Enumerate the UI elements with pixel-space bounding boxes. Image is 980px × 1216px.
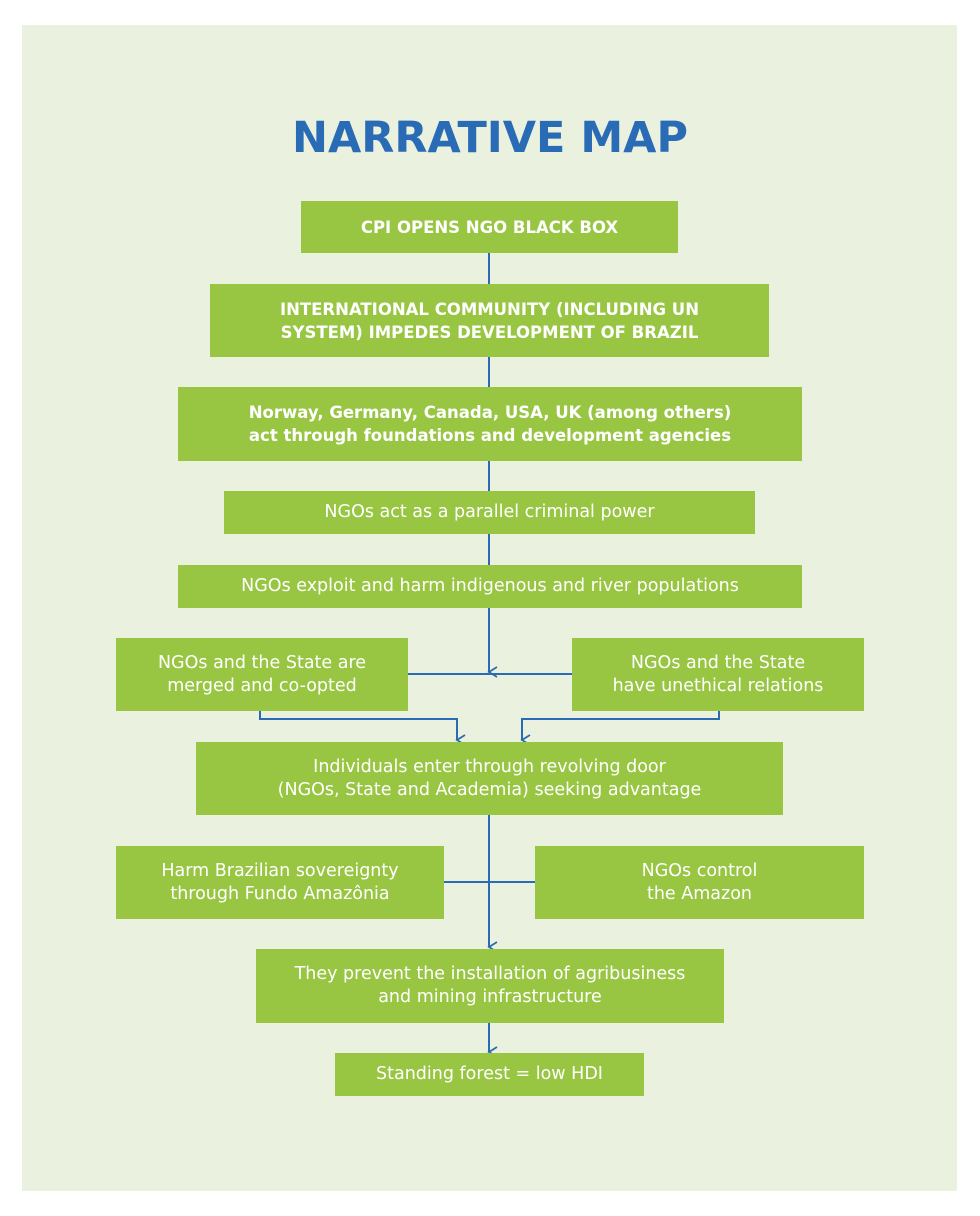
- node-prevent-installation: They prevent the installation of agribus…: [256, 949, 724, 1023]
- node-exploit-populations: NGOs exploit and harm indigenous and riv…: [178, 565, 802, 608]
- node-cpi: CPI OPENS NGO BLACK BOX: [301, 201, 678, 253]
- node-standing-forest: Standing forest = low HDI: [335, 1053, 644, 1096]
- node-revolving-door: Individuals enter through revolving door…: [196, 742, 783, 815]
- edge-merged-revolving: [259, 711, 466, 746]
- edge-unethical-revolving: [520, 711, 720, 746]
- page-title: NARRATIVE MAP: [292, 113, 688, 163]
- node-parallel-criminal-power: NGOs act as a parallel criminal power: [224, 491, 755, 534]
- node-countries: Norway, Germany, Canada, USA, UK (among …: [178, 387, 802, 461]
